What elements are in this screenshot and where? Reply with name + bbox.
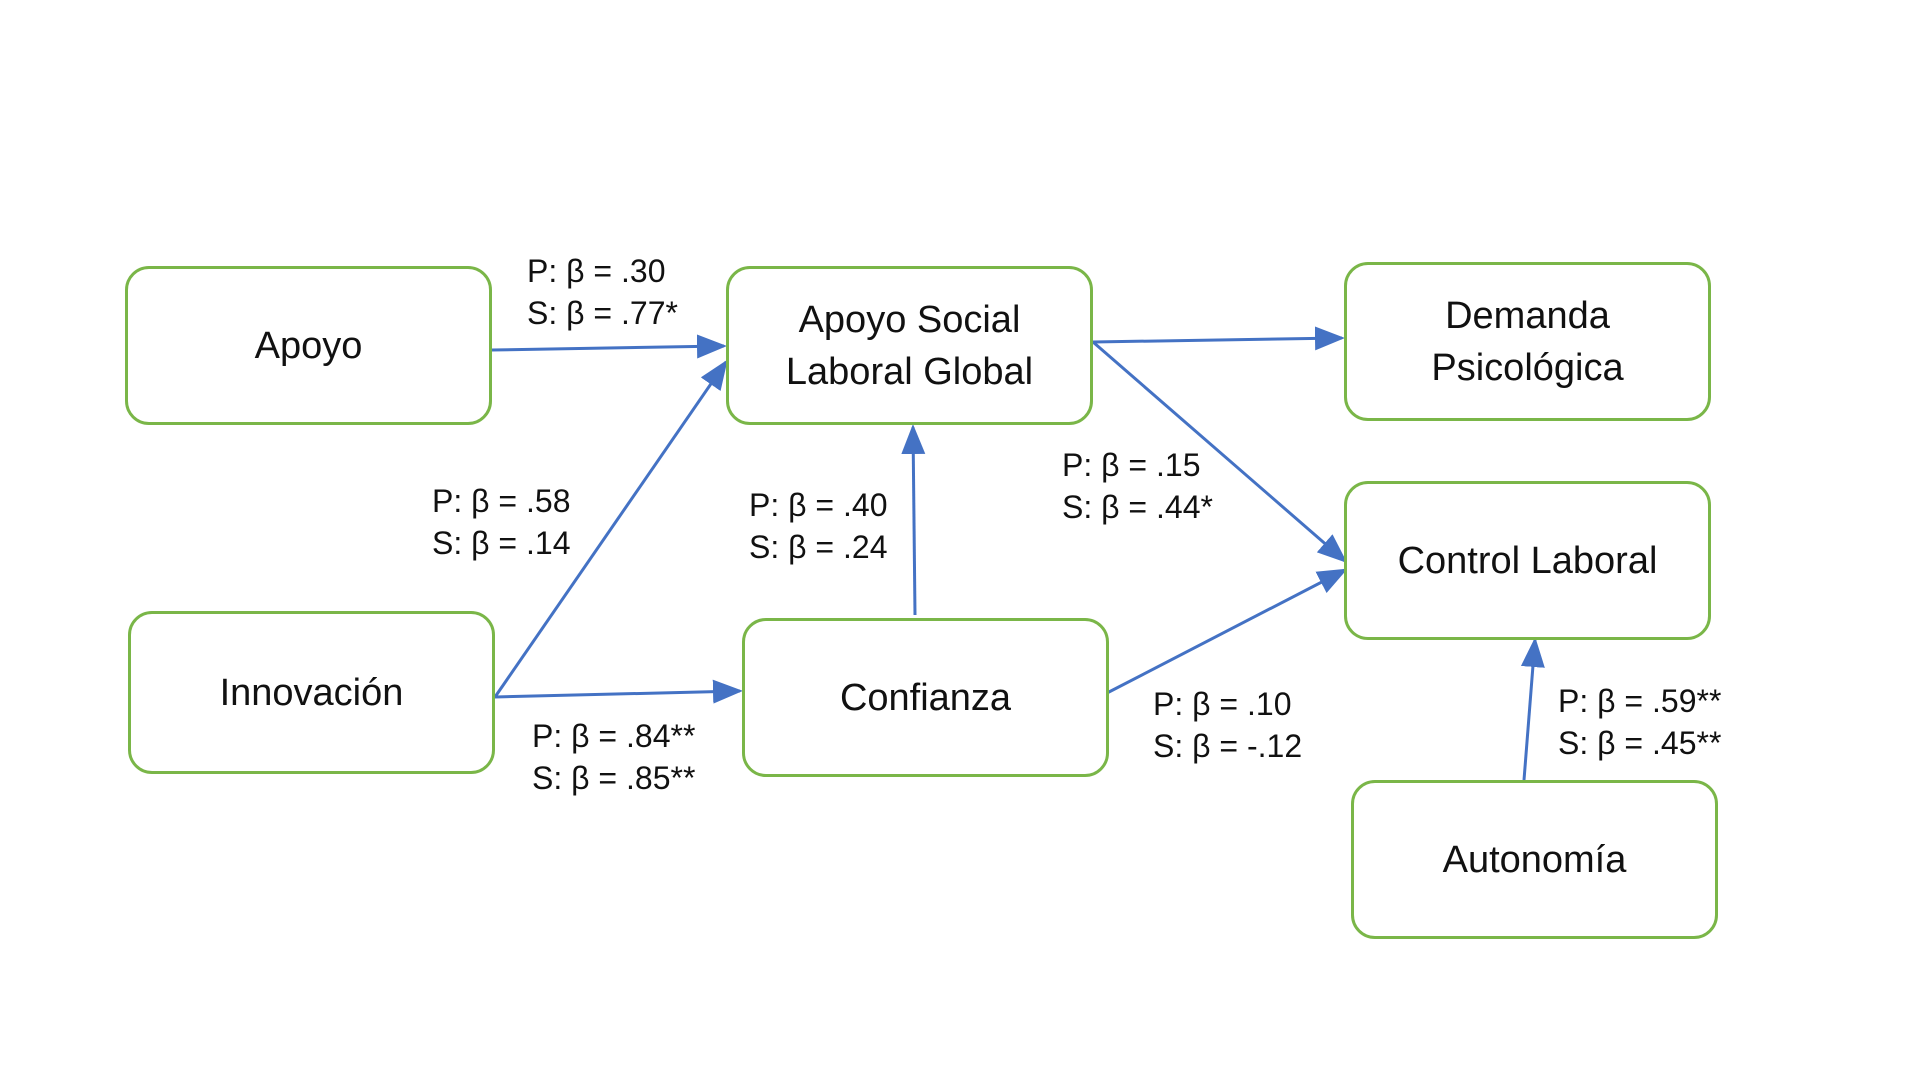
- node-demanda-psicologica: Demanda Psicológica: [1344, 262, 1711, 421]
- node-autonomia-label: Autonomía: [1442, 838, 1627, 881]
- coef-p-label: P: β = .84**: [532, 718, 696, 754]
- arrow-autonomia-to-control: [1520, 637, 1545, 781]
- node-innovacion: Innovación: [128, 611, 495, 774]
- node-demanda-label: Demanda Psicológica: [1431, 294, 1624, 389]
- arrow-confianza-to-control: [1106, 568, 1348, 695]
- coef-s-label: S: β = .44*: [1062, 489, 1213, 525]
- coef-apoyo-social-to-control: P: β = .15 S: β = .44*: [1062, 444, 1213, 528]
- arrow-innovacion-to-apoyo-social: [493, 359, 728, 698]
- coef-p-label: P: β = .40: [749, 487, 888, 523]
- coef-p-label: P: β = .15: [1062, 447, 1201, 483]
- coef-p-label: P: β = .10: [1153, 686, 1292, 722]
- coef-s-label: S: β = .24: [749, 529, 888, 565]
- node-innovacion-label: Innovación: [219, 671, 404, 714]
- node-apoyo-social-laboral-global: Apoyo Social Laboral Global: [726, 266, 1093, 425]
- node-confianza: Confianza: [742, 618, 1109, 777]
- node-autonomia: Autonomía: [1351, 780, 1718, 939]
- coef-apoyo-to-apoyo-social: P: β = .30 S: β = .77*: [527, 250, 678, 334]
- node-control-laboral: Control Laboral: [1344, 481, 1711, 640]
- coef-p-label: P: β = .58: [432, 483, 571, 519]
- arrow-apoyo-to-apoyo-social: [491, 334, 727, 359]
- coef-innovacion-to-apoyo-social: P: β = .58 S: β = .14: [432, 480, 570, 564]
- coef-p-label: P: β = .30: [527, 253, 666, 289]
- node-apoyo: Apoyo: [125, 266, 492, 425]
- coef-s-label: S: β = -.12: [1153, 728, 1303, 764]
- arrow-apoyo-social-to-demanda: [1092, 326, 1345, 351]
- coef-p-label: P: β = .59**: [1558, 683, 1722, 719]
- arrow-confianza-to-apoyo-social: [901, 424, 926, 616]
- node-confianza-label: Confianza: [839, 676, 1012, 719]
- coef-s-label: S: β = .45**: [1558, 725, 1722, 761]
- node-control-label: Control Laboral: [1397, 539, 1658, 582]
- node-apoyo-social-label: Apoyo Social Laboral Global: [785, 298, 1034, 393]
- arrow-apoyo-social-to-control: [1092, 340, 1348, 563]
- node-apoyo-label: Apoyo: [254, 324, 363, 367]
- coef-s-label: S: β = .77*: [527, 295, 678, 331]
- coef-s-label: S: β = .85**: [532, 760, 696, 796]
- coef-s-label: S: β = .14: [432, 525, 571, 561]
- coef-autonomia-to-control: P: β = .59** S: β = .45**: [1558, 680, 1721, 764]
- coef-confianza-to-control: P: β = .10 S: β = -.12: [1153, 683, 1302, 767]
- coef-innovacion-to-confianza: P: β = .84** S: β = .85**: [532, 715, 695, 799]
- arrow-innovacion-to-confianza: [494, 679, 743, 704]
- coef-confianza-to-apoyo-social: P: β = .40 S: β = .24: [749, 484, 887, 568]
